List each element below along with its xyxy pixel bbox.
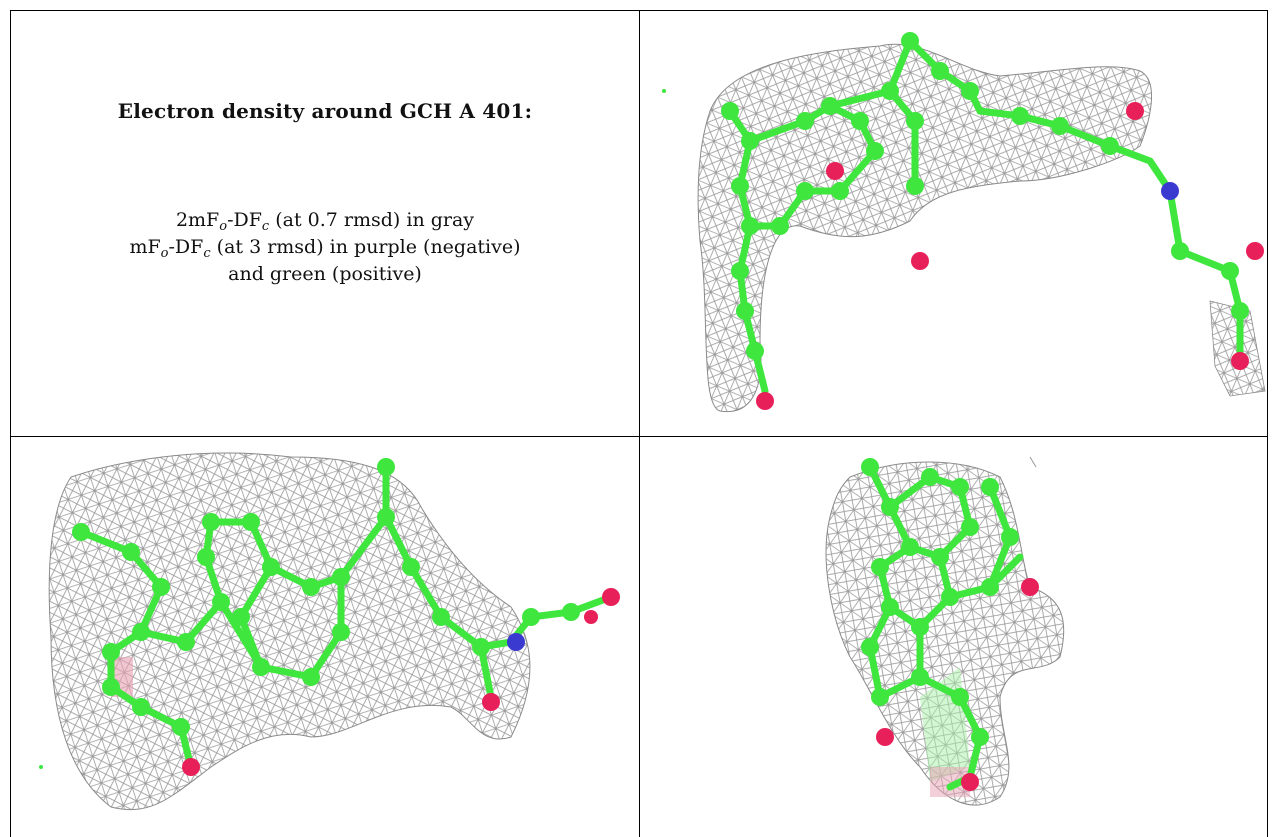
oxygen-atoms [876,578,1039,791]
table-border-right [1267,10,1268,837]
oxygen-atoms [182,588,620,776]
density-view-bottom-left [11,437,639,837]
density-view-top-right [640,11,1267,436]
positive-blob [662,89,666,93]
legend-line-2fo-dfc: 2mFo-DFc (at 0.7 rmsd) in gray [175,209,475,234]
density-render-1 [662,32,1266,413]
table-border-left [10,10,11,837]
mesh-fragment [1029,456,1037,468]
carbon-atoms [861,458,1019,746]
table-border-center [639,10,640,837]
mesh-envelope [697,43,1153,413]
density-render-3 [825,456,1065,806]
legend-line-positive: and green (positive) [228,263,422,285]
figure-title: Electron density around GCH A 401: [117,99,533,123]
density-view-bottom-right [640,437,1267,837]
oxygen-atoms [756,102,1264,410]
figure-legend: 2mFo-DFc (at 0.7 rmsd) in gray mFo-DFc (… [11,207,639,288]
nitrogen-atom [1161,182,1179,200]
density-render-2 [39,452,620,811]
description-cell: Electron density around GCH A 401: 2mFo-… [11,11,639,436]
positive-blob [39,765,43,769]
nitrogen-atom [507,633,525,651]
carbon-atoms [72,458,580,736]
carbon-atoms [721,32,1249,360]
figure-table: Electron density around GCH A 401: 2mFo-… [10,10,1268,837]
legend-line-fo-dfc: mFo-DFc (at 3 rmsd) in purple (negative) [129,236,521,261]
